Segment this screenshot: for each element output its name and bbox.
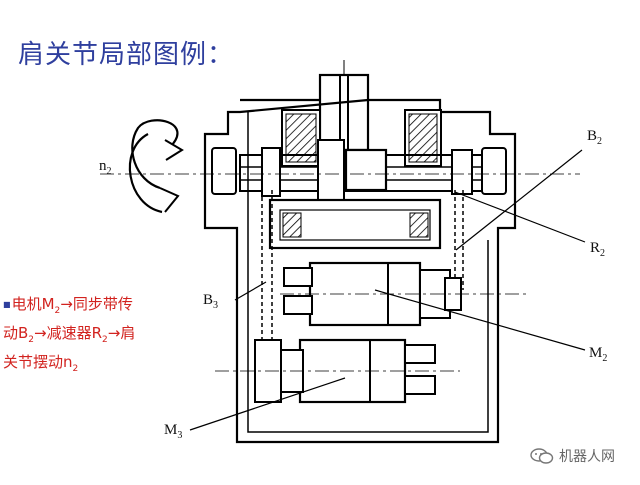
label-B3: B3 (203, 292, 219, 311)
label-R2: R2 (590, 240, 606, 259)
bullet-icon: ■ (3, 299, 11, 309)
label-n2: n2 (99, 158, 112, 177)
label-B2: B2 (587, 128, 603, 147)
rotation-arrow-icon (128, 119, 184, 214)
watermark-text: 机器人网 (559, 449, 615, 465)
watermark: 机器人网 (530, 446, 615, 466)
transmission-caption: ■电机M2→同步带传 动B2→减速器R2→肩 关节摆动n2 (3, 295, 136, 374)
label-M3: M3 (164, 422, 183, 441)
wechat-icon (530, 448, 554, 464)
label-M2: M2 (589, 345, 608, 364)
page-title: 肩关节局部图例： (18, 40, 235, 70)
